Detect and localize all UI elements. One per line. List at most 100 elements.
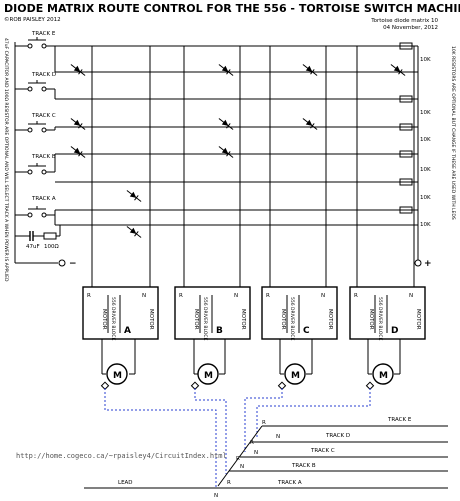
column-wires <box>91 46 415 287</box>
right-note: 10K RESISTORS ARE OPTIONAL BUT CHANGE IF… <box>450 46 456 220</box>
diode <box>126 226 142 238</box>
plus-label: + <box>424 259 432 269</box>
diode <box>390 64 406 76</box>
diode <box>70 118 86 130</box>
driver-a: R N 556 DRIVER BLOCK MOTOR MOTOR A <box>82 286 159 342</box>
driver-b: R N 556 DRIVER BLOCK MOTOR MOTOR B <box>174 286 251 342</box>
resistor-10k-1: 10K <box>399 42 431 63</box>
svg-text:10K: 10K <box>420 222 431 228</box>
diode <box>302 64 318 76</box>
driver-letter: A <box>124 326 131 336</box>
plus-terminal <box>414 259 422 267</box>
res100-label: 100Ω <box>44 244 59 250</box>
diode <box>302 118 318 130</box>
diode <box>70 146 86 158</box>
motor-b: M <box>190 339 226 390</box>
track-button-a-label: TRACK A <box>31 196 56 202</box>
svg-text:MOTOR: MOTOR <box>101 309 107 330</box>
svg-text:N: N <box>214 493 218 499</box>
track-button-d-label: TRACK D <box>31 72 56 78</box>
svg-text:N: N <box>240 464 244 470</box>
svg-text:MOTOR: MOTOR <box>415 309 421 330</box>
turnout-labels: N R N R N R N R <box>214 420 280 499</box>
svg-text:MOTOR: MOTOR <box>280 309 286 330</box>
motor-icon: M <box>379 371 388 381</box>
resistor-10k-3: 10K <box>399 123 431 143</box>
track-button-c[interactable]: TRACK C <box>15 113 56 133</box>
svg-text:N: N <box>142 293 146 299</box>
motor-a: M <box>100 339 136 390</box>
svg-text:R: R <box>354 293 358 299</box>
diodes <box>70 64 406 238</box>
svg-text:N: N <box>276 434 280 440</box>
track-button-a[interactable]: TRACK A <box>15 196 56 218</box>
motor-icon: M <box>291 371 300 381</box>
lead-label: LEAD <box>118 480 133 486</box>
svg-text:10K: 10K <box>420 167 431 173</box>
track-label-d: TRACK D <box>325 433 350 439</box>
resistor-10k-2: 10K <box>399 95 431 116</box>
track-label-b: TRACK B <box>291 463 316 469</box>
svg-text:R: R <box>236 456 240 462</box>
diode <box>218 146 234 158</box>
svg-text:10K: 10K <box>420 137 431 143</box>
svg-text:556 DRIVER BLOCK: 556 DRIVER BLOCK <box>377 297 383 342</box>
minus-terminal <box>58 259 66 267</box>
resistor-10k-6: 10K <box>399 206 431 228</box>
track-button-b-label: TRACK B <box>31 154 56 160</box>
svg-text:N: N <box>234 293 238 299</box>
svg-text:R: R <box>262 420 266 426</box>
track-button-c-label: TRACK C <box>31 113 56 119</box>
row-lines <box>55 45 418 226</box>
svg-text:R: R <box>250 440 254 446</box>
svg-text:R: R <box>266 293 270 299</box>
driver-letter: B <box>216 326 223 336</box>
resistor-10k-5: 10K <box>399 178 431 201</box>
svg-text:556 DRIVER BLOCK: 556 DRIVER BLOCK <box>202 297 208 342</box>
source-url: http://home.cogeco.ca/~rpaisley4/Circuit… <box>16 452 227 460</box>
svg-text:N: N <box>254 450 258 456</box>
track-label-a: TRACK A <box>277 480 302 486</box>
svg-text:MOTOR: MOTOR <box>240 309 246 330</box>
subtitle-date: 04 November, 2012 <box>383 25 438 31</box>
svg-text:10K: 10K <box>420 195 431 201</box>
svg-text:MOTOR: MOTOR <box>148 309 154 330</box>
copyright: ©ROB PAISLEY 2012 <box>4 16 61 23</box>
svg-text:R: R <box>87 293 91 299</box>
driver-c: R N 556 DRIVER BLOCK MOTOR MOTOR C <box>261 286 338 342</box>
svg-text:N: N <box>321 293 325 299</box>
motor-d: M <box>365 339 401 390</box>
resistor-10k-4: 10K <box>399 150 431 173</box>
driver-letter: D <box>391 326 398 336</box>
pullup-resistors: 10K 10K 10K 10K 10K 10K <box>399 42 431 228</box>
linkages <box>104 388 371 488</box>
svg-text:N: N <box>409 293 413 299</box>
resistor-100: 100Ω <box>43 225 61 250</box>
track-button-b[interactable]: TRACK B <box>15 154 56 175</box>
capacitor: 47uF <box>15 231 44 250</box>
svg-text:556 DRIVER BLOCK: 556 DRIVER BLOCK <box>289 297 295 342</box>
driver-letter: C <box>303 326 310 336</box>
diode <box>218 64 234 76</box>
motor-c: M <box>277 339 313 390</box>
track-button-e-label: TRACK E <box>31 31 56 37</box>
diode <box>126 190 142 202</box>
diode <box>218 118 234 130</box>
svg-text:10K: 10K <box>420 110 431 116</box>
track-label-e: TRACK E <box>387 417 412 423</box>
track-layout <box>84 425 448 489</box>
svg-text:556 DRIVER BLOCK: 556 DRIVER BLOCK <box>110 297 116 342</box>
svg-text:MOTOR: MOTOR <box>327 309 333 330</box>
track-button-d[interactable]: TRACK D <box>15 72 56 92</box>
svg-text:MOTOR: MOTOR <box>368 309 374 330</box>
minus-label: − <box>69 259 77 269</box>
left-note: 47uF CAPACITOR AND 100Ω RESISTOR ARE OPT… <box>3 38 9 282</box>
motor-icon: M <box>113 371 122 381</box>
track-label-c: TRACK C <box>310 448 335 454</box>
track-button-e[interactable]: TRACK E <box>15 31 56 49</box>
svg-text:R: R <box>227 480 231 486</box>
svg-text:R: R <box>179 293 183 299</box>
svg-text:10K: 10K <box>420 57 431 63</box>
driver-d: R N 556 DRIVER BLOCK MOTOR MOTOR D <box>349 286 426 342</box>
